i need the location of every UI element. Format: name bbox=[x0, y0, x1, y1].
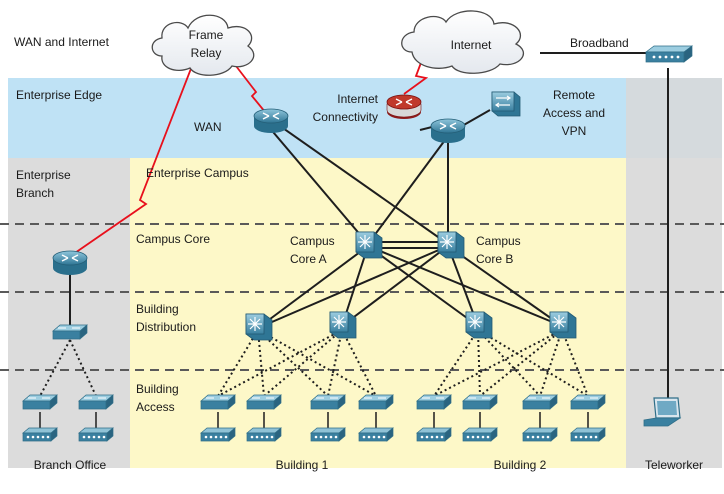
distribution-switch-icon bbox=[549, 311, 577, 339]
vpn-concentrator-icon bbox=[491, 91, 521, 117]
access-switch-icon bbox=[462, 394, 498, 410]
frame-relay-link bbox=[71, 65, 193, 256]
wan-router-icon bbox=[253, 108, 289, 134]
access-uplinks bbox=[217, 329, 589, 397]
edge-core-links bbox=[267, 109, 491, 245]
frame-relay-cloud bbox=[151, 14, 255, 76]
core-distribution-links bbox=[257, 241, 563, 329]
hub-icon bbox=[570, 427, 606, 442]
access-switch-icon bbox=[570, 394, 606, 410]
teleworker-band-top bbox=[626, 78, 722, 158]
hub-icon bbox=[310, 427, 346, 442]
internet-cloud bbox=[401, 10, 524, 74]
distribution-switch-icon bbox=[329, 311, 357, 339]
branch-access-switch-icon bbox=[78, 394, 114, 410]
branch-router-icon bbox=[52, 250, 88, 276]
internet-firewall-router-icon bbox=[386, 94, 422, 120]
branch-hub-icon bbox=[22, 427, 58, 442]
branch-access-links bbox=[39, 339, 97, 397]
access-switch-icon bbox=[310, 394, 346, 410]
access-hub-links bbox=[39, 412, 589, 428]
branch-switch-icon bbox=[52, 324, 88, 340]
hub-icon bbox=[358, 427, 394, 442]
distribution-switch-icon bbox=[465, 311, 493, 339]
laptop-icon bbox=[643, 397, 682, 427]
access-switch-icon bbox=[522, 394, 558, 410]
branch-access-switch-icon bbox=[22, 394, 58, 410]
hub-icon bbox=[416, 427, 452, 442]
campus-core-a-switch-icon bbox=[355, 231, 383, 259]
branch-hub-icon bbox=[78, 427, 114, 442]
wan-link bbox=[235, 65, 271, 119]
access-switch-icon bbox=[200, 394, 236, 410]
internet-link bbox=[403, 59, 429, 95]
distribution-switch-icon bbox=[245, 313, 273, 341]
enterprise-edge-band bbox=[8, 78, 722, 158]
hub-icon bbox=[462, 427, 498, 442]
access-switch-icon bbox=[246, 394, 282, 410]
broadband-modem-icon bbox=[644, 45, 694, 63]
access-switch-icon bbox=[416, 394, 452, 410]
hub-icon bbox=[200, 427, 236, 442]
hub-icon bbox=[522, 427, 558, 442]
internet-router-icon bbox=[430, 118, 466, 144]
hub-icon bbox=[246, 427, 282, 442]
layer-separators bbox=[0, 223, 724, 371]
campus-core-b-switch-icon bbox=[437, 231, 465, 259]
access-switch-icon bbox=[358, 394, 394, 410]
